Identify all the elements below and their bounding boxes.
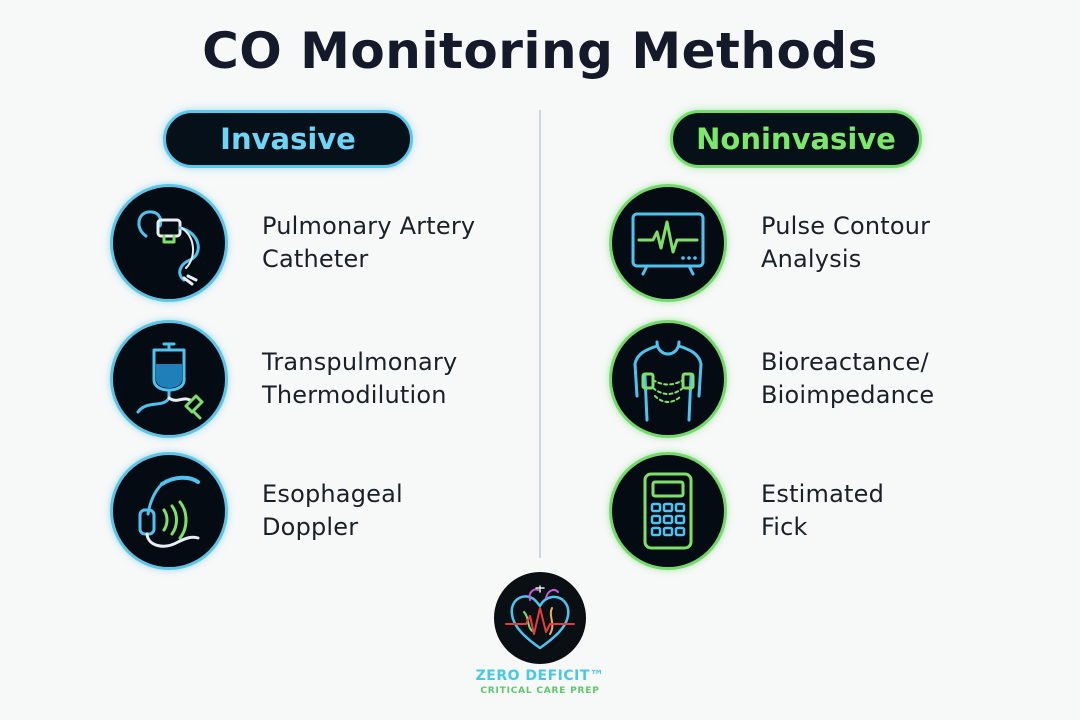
brand-tagline: CRITICAL CARE PREP	[480, 686, 600, 696]
heart-logo-icon	[494, 572, 586, 664]
item-label: Pulse Contour Analysis	[761, 212, 931, 273]
item-label: Bioreactance/ Bioimpedance	[761, 348, 935, 409]
iv-bag-icon	[110, 320, 228, 438]
catheter-icon	[110, 184, 228, 302]
list-item-pulse-contour-analysis: Pulse Contour Analysis	[609, 184, 930, 302]
doppler-probe-icon	[110, 452, 228, 570]
list-item-bioreactance-bioimpedance: Bioreactance/ Bioimpedance	[609, 320, 934, 438]
list-item-esophageal-doppler: Esophageal Doppler	[110, 452, 403, 570]
item-label: Esophageal Doppler	[262, 480, 403, 541]
page-title: CO Monitoring Methods	[202, 22, 878, 80]
calculator-icon	[609, 452, 727, 570]
item-label: Pulmonary Artery Catheter	[262, 212, 476, 273]
list-item-pulmonary-artery-catheter: Pulmonary Artery Catheter	[110, 184, 475, 302]
item-label: Estimated Fick	[761, 480, 885, 541]
list-item-estimated-fick: Estimated Fick	[609, 452, 884, 570]
item-label: Transpulmonary Thermodilution	[262, 348, 458, 409]
column-divider	[539, 110, 541, 558]
torso-electrodes-icon	[609, 320, 727, 438]
noninvasive-header: Noninvasive	[670, 110, 922, 168]
monitor-waveform-icon	[609, 184, 727, 302]
invasive-header: Invasive	[163, 110, 413, 168]
brand-name: ZERO DEFICIT™	[475, 668, 605, 684]
list-item-transpulmonary-thermodilution: Transpulmonary Thermodilution	[110, 320, 457, 438]
